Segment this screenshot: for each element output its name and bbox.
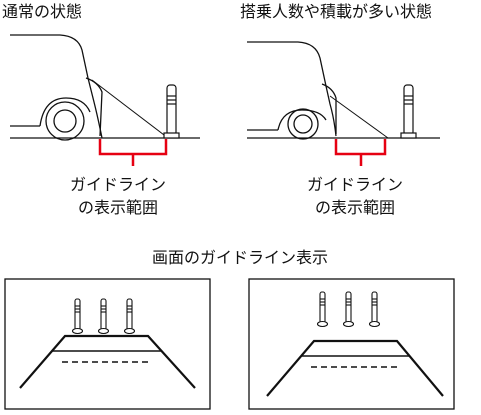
view-line-normal xyxy=(91,79,169,139)
view-line-loaded xyxy=(329,95,389,139)
rear-wheel-loaded xyxy=(287,108,319,140)
guide-label-line2-normal: の表示範囲 xyxy=(78,198,158,217)
screen-frame-normal xyxy=(4,278,211,410)
pole-loaded xyxy=(400,84,417,139)
poles-on-screen-loaded xyxy=(316,291,381,328)
screen-display-title: 画面のガイドライン表示 xyxy=(152,248,328,267)
car-rear-loaded xyxy=(247,41,337,137)
normal-state-title: 通常の状態 xyxy=(2,2,82,21)
screen-frame-loaded xyxy=(248,278,455,410)
guide-label-line1-normal: ガイドライン xyxy=(70,175,166,194)
guide-label-line1-loaded: ガイドライン xyxy=(307,175,403,194)
guide-lines-loaded xyxy=(266,339,444,397)
screen-loaded xyxy=(248,278,455,410)
pole-normal xyxy=(163,84,180,139)
rear-wheel-normal xyxy=(45,101,85,141)
guide-lines-normal xyxy=(19,334,196,389)
poles-on-screen-normal xyxy=(71,298,136,335)
screen-normal xyxy=(4,278,211,410)
guide-label-line2-loaded: の表示範囲 xyxy=(315,198,395,217)
loaded-state-title: 搭乗人数や積載が多い状態 xyxy=(240,2,432,21)
guide-range-bracket-loaded xyxy=(334,139,387,166)
guide-range-bracket-normal xyxy=(98,139,168,166)
car-rear-normal xyxy=(10,34,103,139)
